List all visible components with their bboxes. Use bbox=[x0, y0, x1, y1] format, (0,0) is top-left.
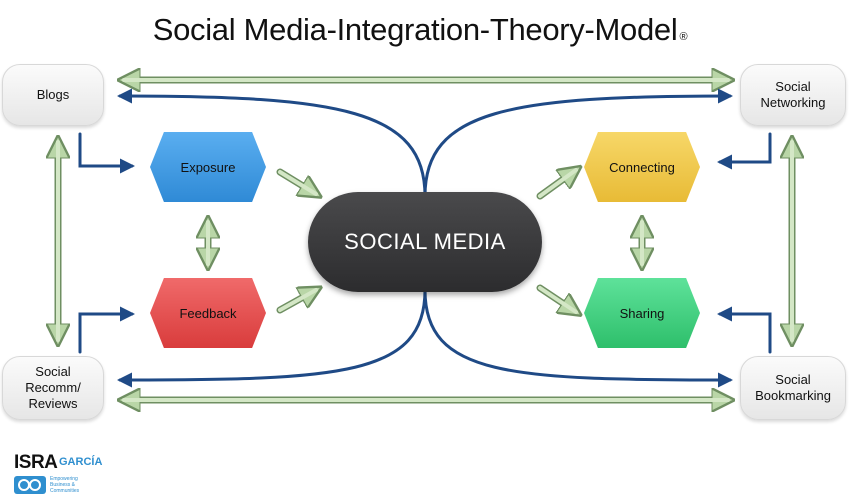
hex-connecting-label: Connecting bbox=[609, 159, 675, 175]
blue-curve-to-social-networking bbox=[423, 88, 733, 198]
logo-tagline: Empowering Business & Communities bbox=[50, 476, 80, 494]
green-arrow-center-to-connecting bbox=[536, 170, 576, 200]
node-social-recomm-reviews: Social Recomm/ Reviews bbox=[2, 356, 104, 420]
node-social-bookmarking-label: Social Bookmarking bbox=[755, 372, 831, 403]
node-social-networking-label: Social Networking bbox=[760, 79, 826, 110]
green-arrow-center-to-sharing bbox=[536, 284, 576, 312]
blue-elbow-networking-to-connecting bbox=[717, 132, 772, 170]
blue-curve-to-social-recomm bbox=[117, 288, 427, 388]
node-social-bookmarking: Social Bookmarking bbox=[740, 356, 846, 420]
hex-feedback-label: Feedback bbox=[179, 305, 237, 321]
green-arrow-feedback-to-center bbox=[276, 290, 316, 314]
blue-elbow-blogs-to-exposure bbox=[78, 132, 135, 174]
registered-mark: ® bbox=[679, 31, 688, 43]
logo-isra-text: ISRA bbox=[14, 452, 58, 473]
hex-sharing: Sharing bbox=[584, 278, 700, 348]
logo-garcia-text: GARCÍA bbox=[59, 456, 103, 468]
blue-curve-to-social-bookmarking bbox=[423, 288, 733, 388]
blue-elbow-bookmarking-to-sharing bbox=[717, 306, 772, 354]
blue-elbow-recomm-to-feedback bbox=[78, 306, 135, 354]
blue-curve-to-blogs bbox=[117, 88, 427, 198]
logo-rings-icon bbox=[14, 476, 46, 494]
diagram-title: Social Media-Integration-Theory-Model® bbox=[152, 12, 688, 47]
isra-garcia-logo: ISRA GARCÍA Empowering Business & Commun… bbox=[14, 452, 114, 498]
node-social-recomm-label: Social Recomm/ Reviews bbox=[25, 364, 81, 411]
green-arrow-exposure-to-center bbox=[276, 168, 316, 194]
node-blogs-label: Blogs bbox=[36, 87, 70, 102]
hex-sharing-label: Sharing bbox=[619, 305, 665, 321]
hex-exposure-label: Exposure bbox=[180, 159, 236, 175]
center-label: SOCIAL MEDIA bbox=[344, 229, 506, 254]
hex-feedback: Feedback bbox=[150, 278, 266, 348]
hex-exposure: Exposure bbox=[150, 132, 266, 202]
center-social-media: SOCIAL MEDIA bbox=[308, 192, 542, 292]
node-social-networking: Social Networking bbox=[740, 64, 846, 126]
node-blogs: Blogs bbox=[2, 64, 104, 126]
hex-connecting: Connecting bbox=[584, 132, 700, 202]
